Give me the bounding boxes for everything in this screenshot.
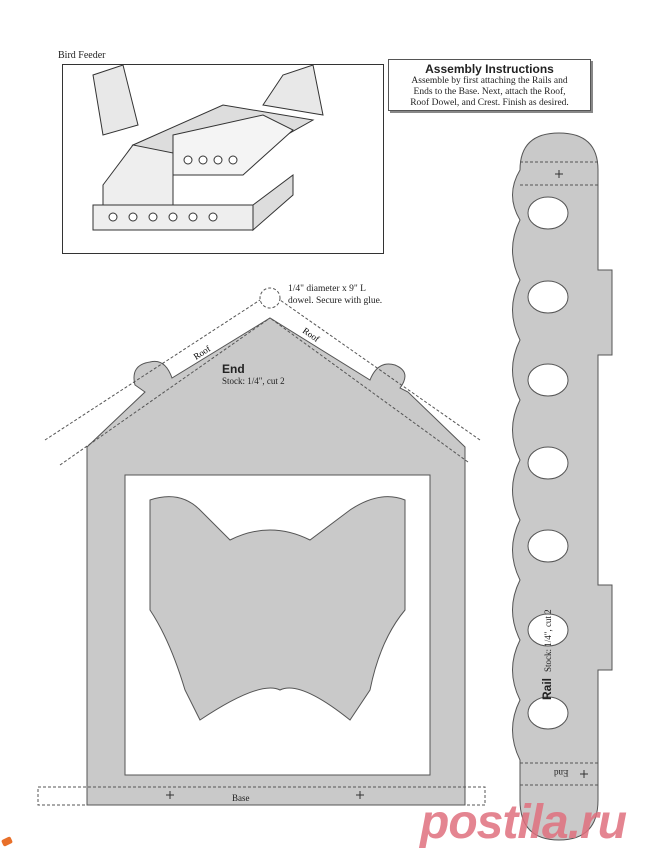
rail-part-shape [512, 132, 613, 841]
end-part-stock: Stock: 1/4", cut 2 [222, 376, 285, 386]
end-part-title: End [222, 362, 245, 376]
assembly-line: Assemble by first attaching the Rails an… [411, 76, 568, 86]
assembly-line: Ends to the Base. Next, attach the Roof, [413, 87, 566, 97]
assembly-instructions: Assembly Instructions Assemble by first … [388, 59, 591, 111]
rail-end-label: End [554, 768, 569, 778]
rail-part-title: Rail [540, 677, 554, 700]
watermark: postila.ru [420, 796, 627, 849]
bird-feeder-drawing [92, 64, 324, 232]
rail-part-stock: Stock: 1/4", cut 2 [543, 609, 553, 672]
assembly-title: Assembly Instructions [425, 62, 554, 76]
dowel-note-line: 1/4" diameter x 9" L [288, 284, 366, 294]
rail-part-label: Rail Stock: 1/4", cut 2 [540, 609, 554, 700]
bird-feeder-illustration [62, 64, 384, 254]
end-fretwork-cutout [124, 474, 431, 776]
base-part-outline [37, 786, 486, 806]
bird-feeder-label: Bird Feeder [58, 50, 106, 61]
rail-tulip-cutouts [527, 196, 569, 730]
base-part-label: Base [232, 793, 250, 803]
dowel-note-line: dowel. Secure with glue. [288, 296, 383, 306]
dowel-note: 1/4" diameter x 9" L dowel. Secure with … [288, 283, 382, 307]
assembly-line: Roof Dowel, and Crest. Finish as desired… [410, 98, 569, 108]
